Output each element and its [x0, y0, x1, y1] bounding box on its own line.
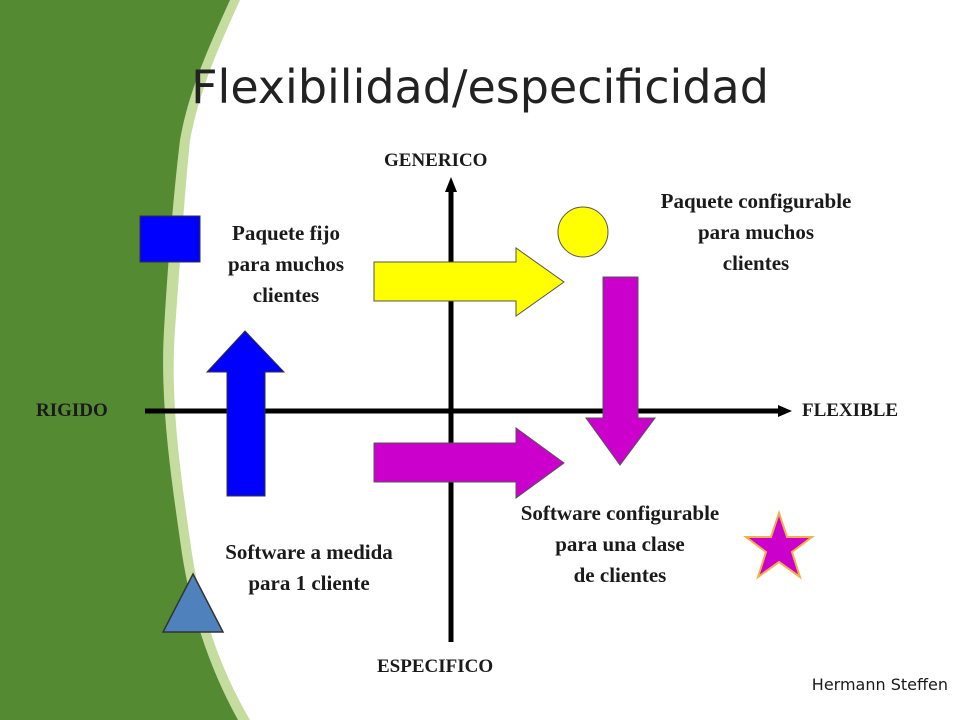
axis-label-left: RIGIDO	[36, 400, 108, 421]
author-credit: Hermann Steffen	[811, 675, 948, 694]
blue-square-shape	[139, 215, 201, 263]
vertical-axis-arrowhead	[445, 177, 457, 192]
slide-title: Flexibilidad/especificidad	[191, 60, 769, 114]
quadrant-label-top-left: Paquete fijo para muchos clientes	[227, 221, 345, 307]
axis-label-top: GENERICO	[384, 150, 488, 171]
star-shape	[743, 509, 815, 580]
quadrant-label-bottom-left: Software a medida para 1 cliente	[225, 540, 393, 595]
quadrant-label-bottom-right: Software configurable para una clase de …	[520, 501, 720, 587]
yellow-right-arrow	[373, 247, 565, 317]
dark-green-band	[0, 0, 238, 720]
magenta-down-arrow	[585, 276, 656, 466]
quadrant-label-top-right: Paquete configurable para muchos cliente…	[660, 189, 852, 275]
axis-label-bottom: ESPECIFICO	[377, 656, 494, 677]
triangle-shape	[161, 572, 225, 633]
axis-label-right: FLEXIBLE	[802, 400, 899, 421]
yellow-circle-shape	[557, 206, 609, 258]
horizontal-axis-arrowhead	[778, 405, 792, 417]
magenta-right-arrow	[373, 427, 565, 499]
blue-up-arrow	[205, 330, 286, 497]
